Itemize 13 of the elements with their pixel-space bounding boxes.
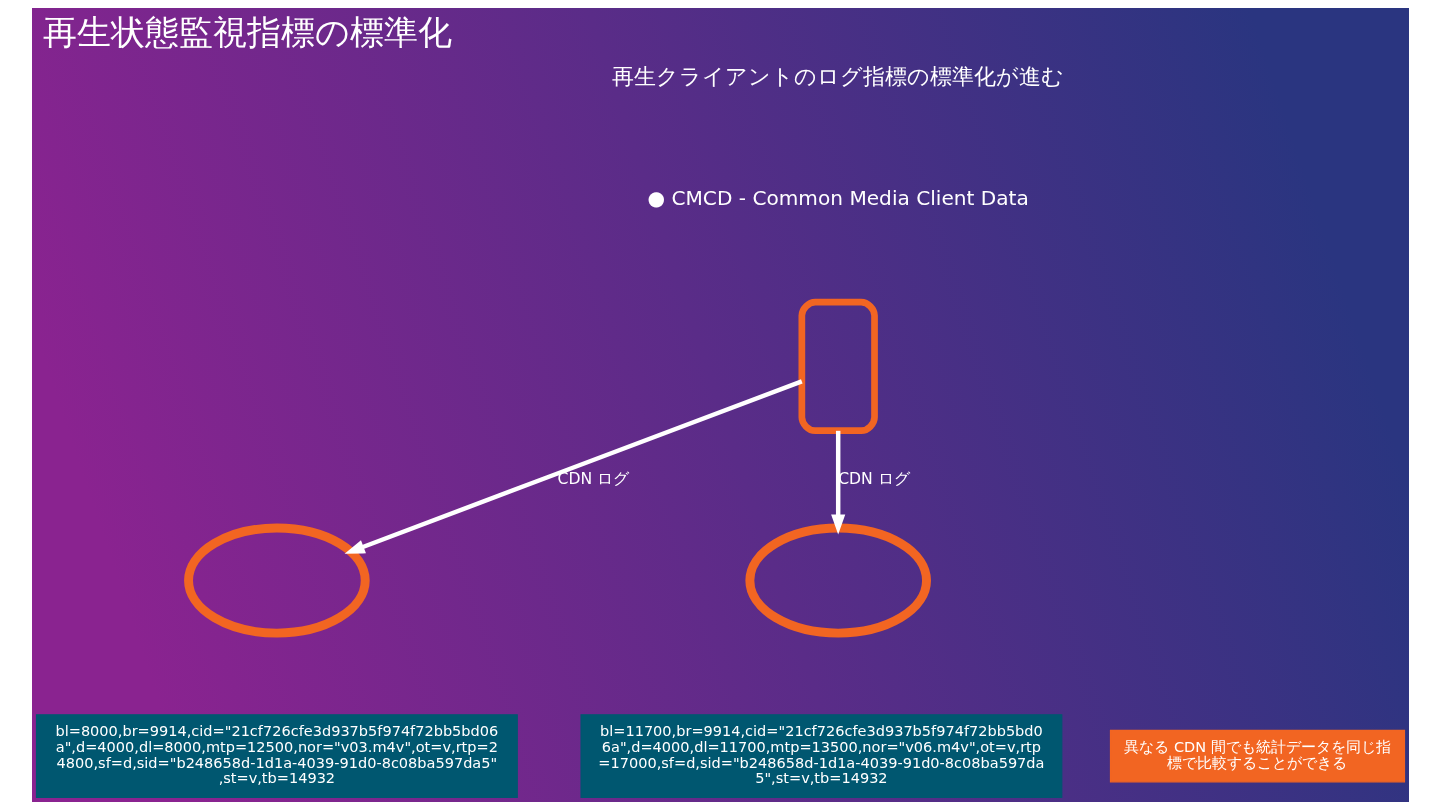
node-cloud bbox=[183, 523, 370, 638]
label: 再生クライアントのログ指標の標準化が進む bbox=[611, 63, 1064, 90]
diagram-title: 再生状態監視指標の標準化 bbox=[42, 12, 452, 52]
node-phone bbox=[798, 298, 878, 435]
arrow bbox=[344, 379, 803, 554]
node-cloud bbox=[744, 523, 931, 638]
node-box: 異なる CDN 間でも統計データを同じ指標で比較することができる bbox=[1109, 729, 1405, 783]
label: ● CMCD - Common Media Client Data bbox=[647, 186, 1029, 211]
node-box: bl=11700,br=9914,cid="21cf726cfe3d937b5f974f72bb5bd06a",d=4000,dl=11700,mtp=13500,nor="v06.m4v",ot=v,rtp=17000,sf=d,sid="b248658d-1d1a-4039-91d0-8c08ba597da5",st=v,tb=14932 bbox=[579, 714, 1062, 799]
arrow bbox=[830, 430, 845, 535]
edge-label: CDN ログ bbox=[837, 468, 910, 488]
node-box: bl=8000,br=9914,cid="21cf726cfe3d937b5f974f72bb5bd06a",d=4000,dl=8000,mtp=12500,nor="v03.m4v",ot=v,rtp=24800,sf=d,sid="b248658d-1d1a-4039-91d0-8c08ba597da5",st=v,tb=14932 bbox=[35, 714, 518, 799]
edge-label: CDN ログ bbox=[556, 468, 629, 488]
